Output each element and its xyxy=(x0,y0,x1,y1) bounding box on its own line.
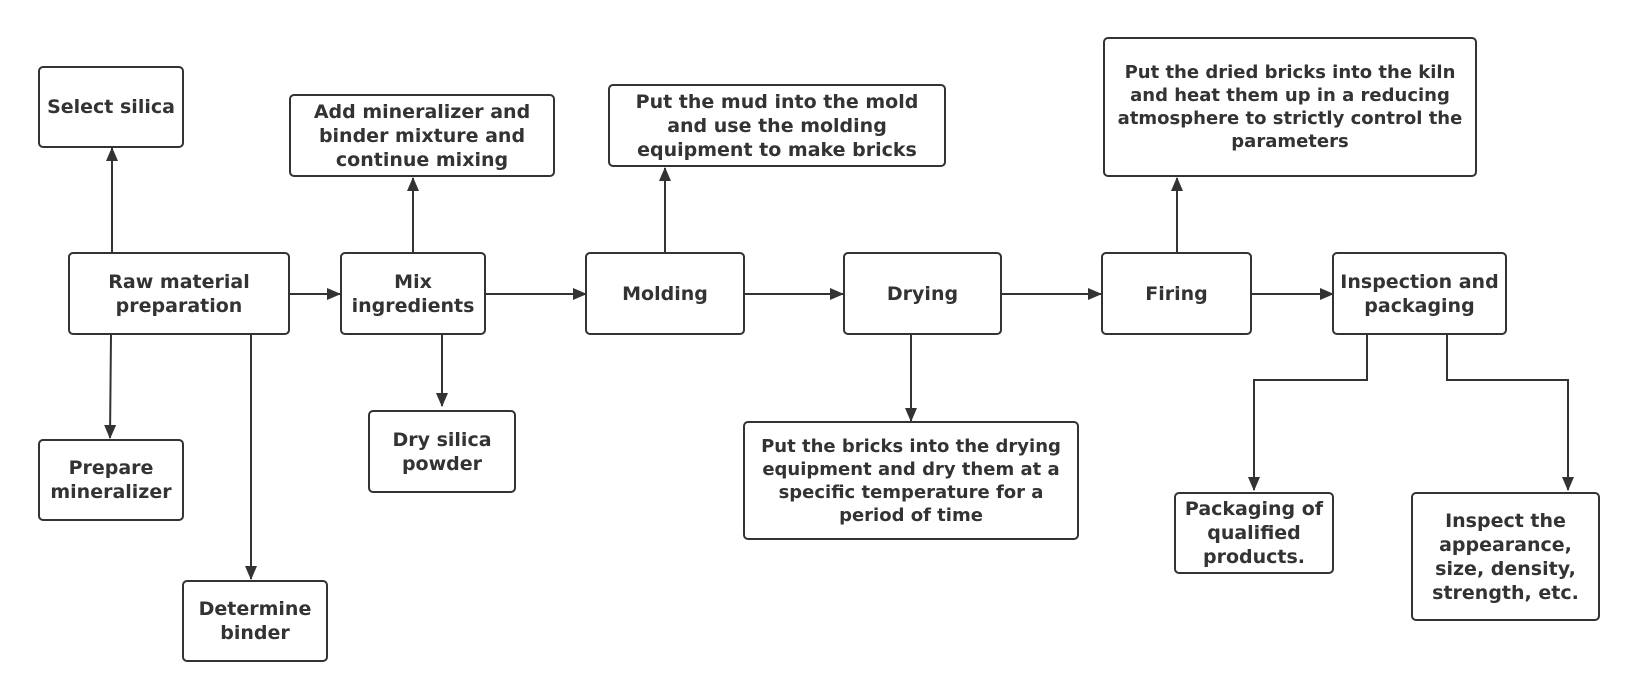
node-put-bricks: Put the bricks into the drying equipment… xyxy=(743,421,1079,540)
node-mix-ingredients: Mix ingredients xyxy=(340,252,486,335)
node-put-dried-bricks: Put the dried bricks into the kiln and h… xyxy=(1103,37,1477,177)
node-drying: Drying xyxy=(843,252,1002,335)
node-dry-silica-powder: Dry silica powder xyxy=(368,410,516,493)
node-prepare-mineralizer: Prepare mineralizer xyxy=(38,439,184,521)
node-label: Determine binder xyxy=(198,598,312,644)
node-label: Firing xyxy=(1145,282,1208,305)
node-label: Inspect the appearance, size, density, s… xyxy=(1432,509,1579,604)
node-label: Drying xyxy=(886,282,959,305)
node-label: Put the dried bricks into the kiln and h… xyxy=(1117,62,1463,152)
node-packaging-qualified-products: Packaging of qualified products. xyxy=(1174,492,1334,574)
node-label: Put the bricks into the drying equipment… xyxy=(761,435,1061,526)
node-inspection-and-packaging: Inspection and packaging xyxy=(1332,252,1507,335)
node-inspect-appearance: Inspect the appearance, size, density, s… xyxy=(1411,492,1600,621)
node-label: Mix ingredients xyxy=(351,270,475,317)
node-label: Dry silica powder xyxy=(392,428,492,475)
node-label: Add mineralizer and binder mixture and c… xyxy=(313,100,531,171)
arrow-raw-to-prepare-mineralizer xyxy=(104,334,117,439)
node-label: Select silica xyxy=(47,96,175,118)
node-put-mud: Put the mud into the mold and use the mo… xyxy=(608,84,946,167)
node-molding: Molding xyxy=(585,252,745,335)
arrow-inspection-to-packaging xyxy=(1248,335,1368,491)
node-add-mineralizer: Add mineralizer and binder mixture and c… xyxy=(289,94,555,177)
node-label: Raw material preparation xyxy=(108,270,250,317)
node-label: Packaging of qualified products. xyxy=(1184,498,1324,568)
arrow-inspection-to-inspect xyxy=(1446,335,1574,491)
node-firing: Firing xyxy=(1101,252,1252,335)
node-label: Inspection and packaging xyxy=(1340,270,1499,317)
node-label: Molding xyxy=(622,282,708,305)
node-label: Prepare mineralizer xyxy=(50,457,172,503)
node-select-silica: Select silica xyxy=(38,66,184,148)
node-raw-material-preparation: Raw material preparation xyxy=(68,252,290,335)
node-label: Put the mud into the mold and use the mo… xyxy=(635,90,919,161)
node-determine-binder: Determine binder xyxy=(182,580,328,662)
